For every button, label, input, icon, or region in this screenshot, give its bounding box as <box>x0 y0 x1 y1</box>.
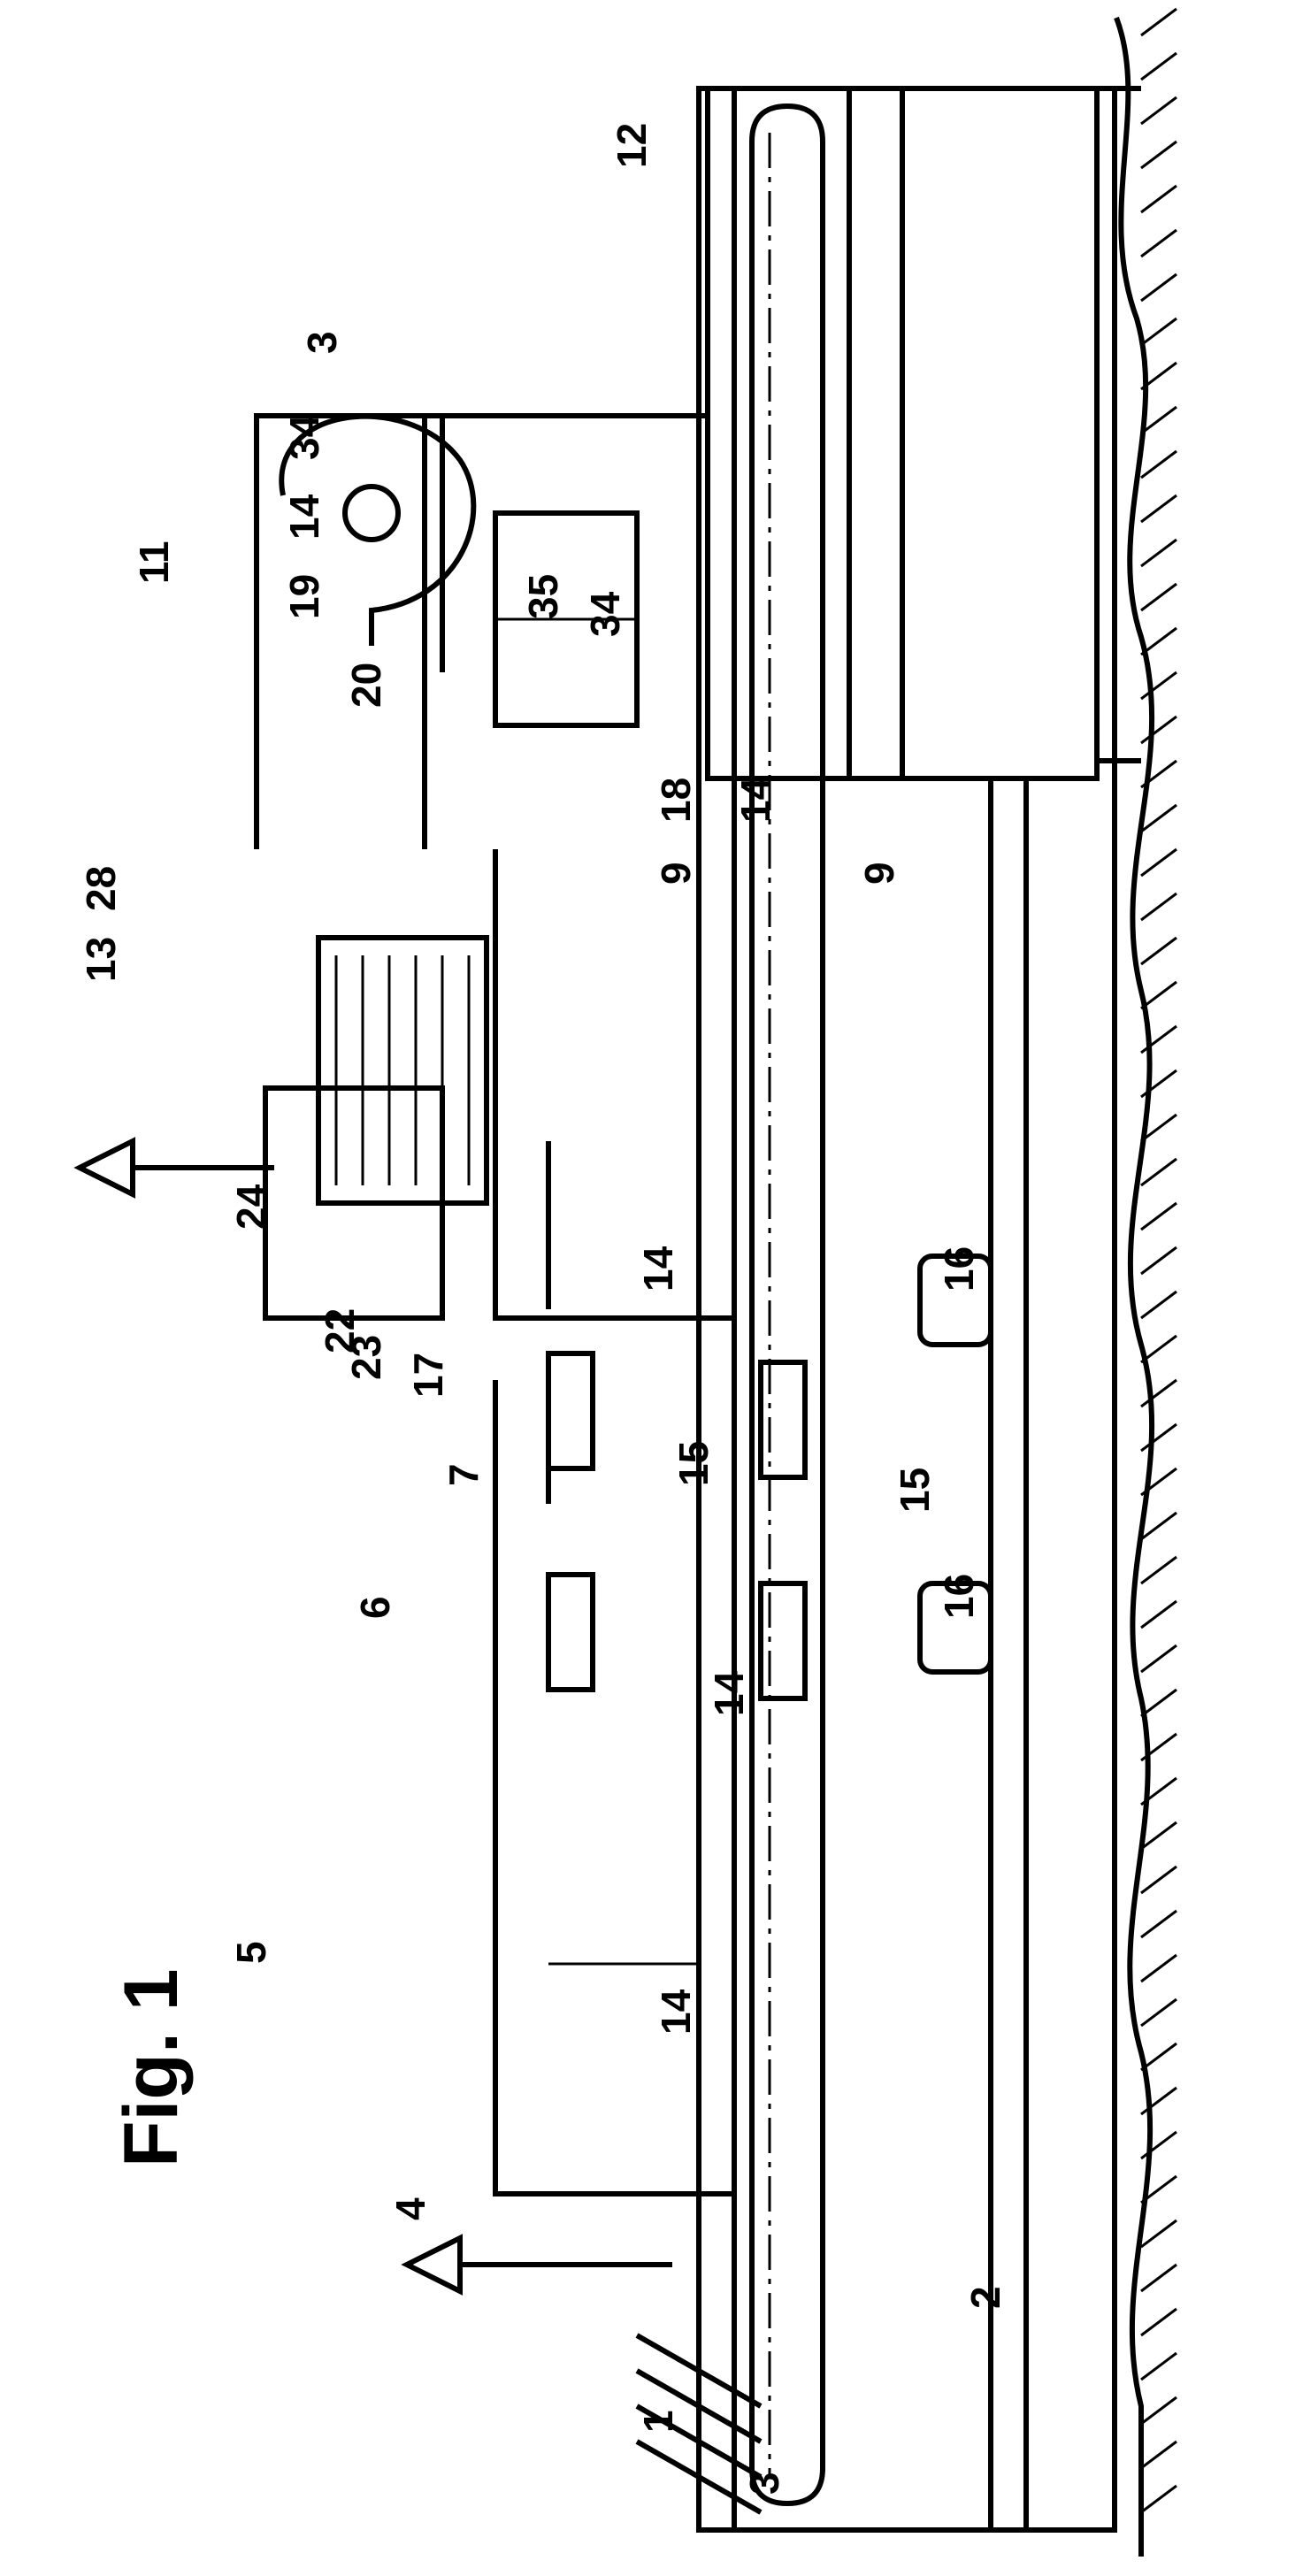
hatch-line <box>1141 2353 1177 2380</box>
hatch-line <box>1141 1601 1177 1628</box>
hatch-line <box>1141 1999 1177 2026</box>
label-34-a: 34 <box>281 414 327 460</box>
hatch-line <box>1141 982 1177 1008</box>
label-7: 7 <box>441 1463 487 1486</box>
hatch-line <box>1141 1159 1177 1185</box>
hatch-line <box>1141 628 1177 655</box>
label-9-b: 9 <box>856 862 902 885</box>
label-19: 19 <box>281 574 327 619</box>
hatch-line <box>1141 1292 1177 1318</box>
nozzle-bars <box>548 1353 805 1698</box>
dishes <box>407 2238 761 2512</box>
hatch-line <box>1141 1645 1177 1672</box>
label-18: 18 <box>653 778 699 823</box>
hatch-line <box>1141 230 1177 257</box>
hatch-line <box>1141 2265 1177 2291</box>
hatch-line <box>1141 2043 1177 2070</box>
label-9-a: 9 <box>653 862 699 885</box>
hatch-line <box>1141 97 1177 124</box>
label-2: 2 <box>962 2286 1008 2309</box>
label-34-b: 34 <box>582 591 628 637</box>
hatch-line <box>1141 1690 1177 1716</box>
hatch-line <box>1141 186 1177 212</box>
floor-hatching <box>1116 9 1177 2557</box>
hatch-line <box>1141 672 1177 699</box>
hatch-line <box>1141 1247 1177 1274</box>
hatch-line <box>1141 584 1177 610</box>
label-6: 6 <box>352 1596 398 1619</box>
hatch-line <box>1141 2309 1177 2335</box>
label-1: 1 <box>635 2410 681 2433</box>
hatch-line <box>1141 2486 1177 2512</box>
figure-caption: Fig. 1 <box>109 1968 194 2167</box>
label-14-d: 14 <box>706 1670 752 1716</box>
hatch-line <box>1141 2132 1177 2158</box>
label-12: 12 <box>609 123 655 168</box>
hatch-line <box>1141 2442 1177 2468</box>
label-24: 24 <box>228 1184 274 1230</box>
hatch-line <box>1141 274 1177 301</box>
label-15-a: 15 <box>671 1441 717 1486</box>
label-5: 5 <box>228 1941 274 1964</box>
label-14-b: 14 <box>732 777 778 823</box>
hatch-line <box>1141 318 1177 345</box>
label-16-b: 16 <box>936 1574 982 1619</box>
label-3-bottom: 3 <box>741 2472 787 2495</box>
hatch-line <box>1141 805 1177 832</box>
hatch-line <box>1141 893 1177 920</box>
label-11: 11 <box>131 540 177 584</box>
label-15-b: 15 <box>892 1468 938 1513</box>
hatch-line <box>1141 1336 1177 1362</box>
label-3-top: 3 <box>299 331 345 354</box>
label-14-e: 14 <box>653 1989 699 2035</box>
hatch-line <box>1141 495 1177 522</box>
hatch-line <box>1141 717 1177 743</box>
conveyor-machine-base <box>699 88 1115 2530</box>
hatch-line <box>1141 142 1177 168</box>
hatch-line <box>1141 849 1177 876</box>
hatch-line <box>1141 9 1177 35</box>
label-23: 23 <box>343 1335 389 1380</box>
module-11 <box>257 416 708 849</box>
hatch-line <box>1141 938 1177 964</box>
label-35: 35 <box>520 574 566 619</box>
label-20: 20 <box>343 663 389 708</box>
hatch-line <box>1141 1911 1177 1937</box>
part-labels: Fig. 1 12 11 3 34 14 19 35 34 20 18 14 9… <box>78 123 1008 2495</box>
hatch-line <box>1141 540 1177 566</box>
label-28: 28 <box>78 866 124 911</box>
label-4: 4 <box>387 2197 433 2220</box>
hatch-line <box>1141 2397 1177 2424</box>
hatch-line <box>1141 1513 1177 1539</box>
hatch-line <box>1141 1424 1177 1451</box>
hatch-line <box>1141 451 1177 478</box>
label-14-a: 14 <box>281 494 327 540</box>
hatch-line <box>1141 1867 1177 1893</box>
module-12 <box>708 88 1141 778</box>
label-14-c: 14 <box>635 1246 681 1292</box>
label-16-a: 16 <box>936 1246 982 1292</box>
label-13: 13 <box>78 937 124 982</box>
duct-filter-module <box>80 938 487 1318</box>
hatch-line <box>1141 1203 1177 1230</box>
hatch-line <box>1141 1557 1177 1583</box>
hatch-line <box>1141 1955 1177 1982</box>
hatch-line <box>1141 1380 1177 1407</box>
label-17: 17 <box>405 1353 451 1398</box>
hatch-line <box>1141 2220 1177 2247</box>
hatch-line <box>1141 53 1177 80</box>
